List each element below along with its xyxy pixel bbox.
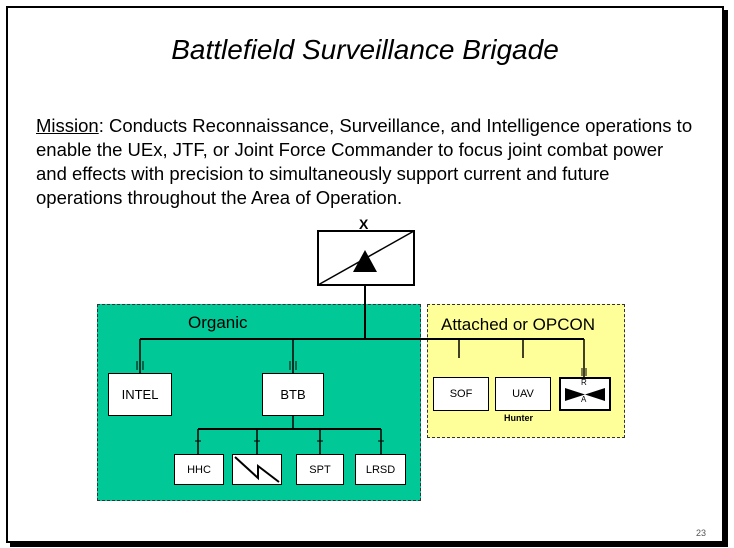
intel-unit: INTEL — [108, 373, 172, 416]
ra-unit-symbol — [559, 377, 611, 411]
signal-company-symbol — [232, 454, 282, 485]
btb-unit: BTB — [262, 373, 324, 416]
attached-region — [427, 304, 625, 438]
slide-frame: Battlefield Surveillance Brigade Mission… — [6, 6, 724, 543]
ra-top-letter: R — [581, 378, 587, 387]
mission-text: : Conducts Reconnaissance, Surveillance,… — [36, 115, 693, 208]
org-chart-lines — [136, 286, 587, 454]
slide-title: Battlefield Surveillance Brigade — [171, 34, 559, 65]
organic-label: Organic — [188, 313, 248, 332]
uav-unit: UAV — [495, 377, 551, 411]
ra-bottom-letter: A — [581, 395, 587, 404]
page-number: 23 — [696, 528, 707, 538]
lrsd-unit: LRSD — [355, 454, 406, 485]
sof-unit: SOF — [433, 377, 489, 411]
hq-surveillance-symbol — [317, 230, 415, 286]
mission-statement: Mission: Conducts Reconnaissance, Survei… — [36, 114, 696, 210]
attached-label: Attached or OPCON — [441, 315, 596, 334]
mission-label: Mission — [36, 115, 99, 136]
uav-system-label: Hunter — [504, 413, 533, 423]
hq-echelon-marker: X — [359, 216, 369, 232]
hhc-unit: HHC — [174, 454, 224, 485]
spt-unit: SPT — [296, 454, 344, 485]
